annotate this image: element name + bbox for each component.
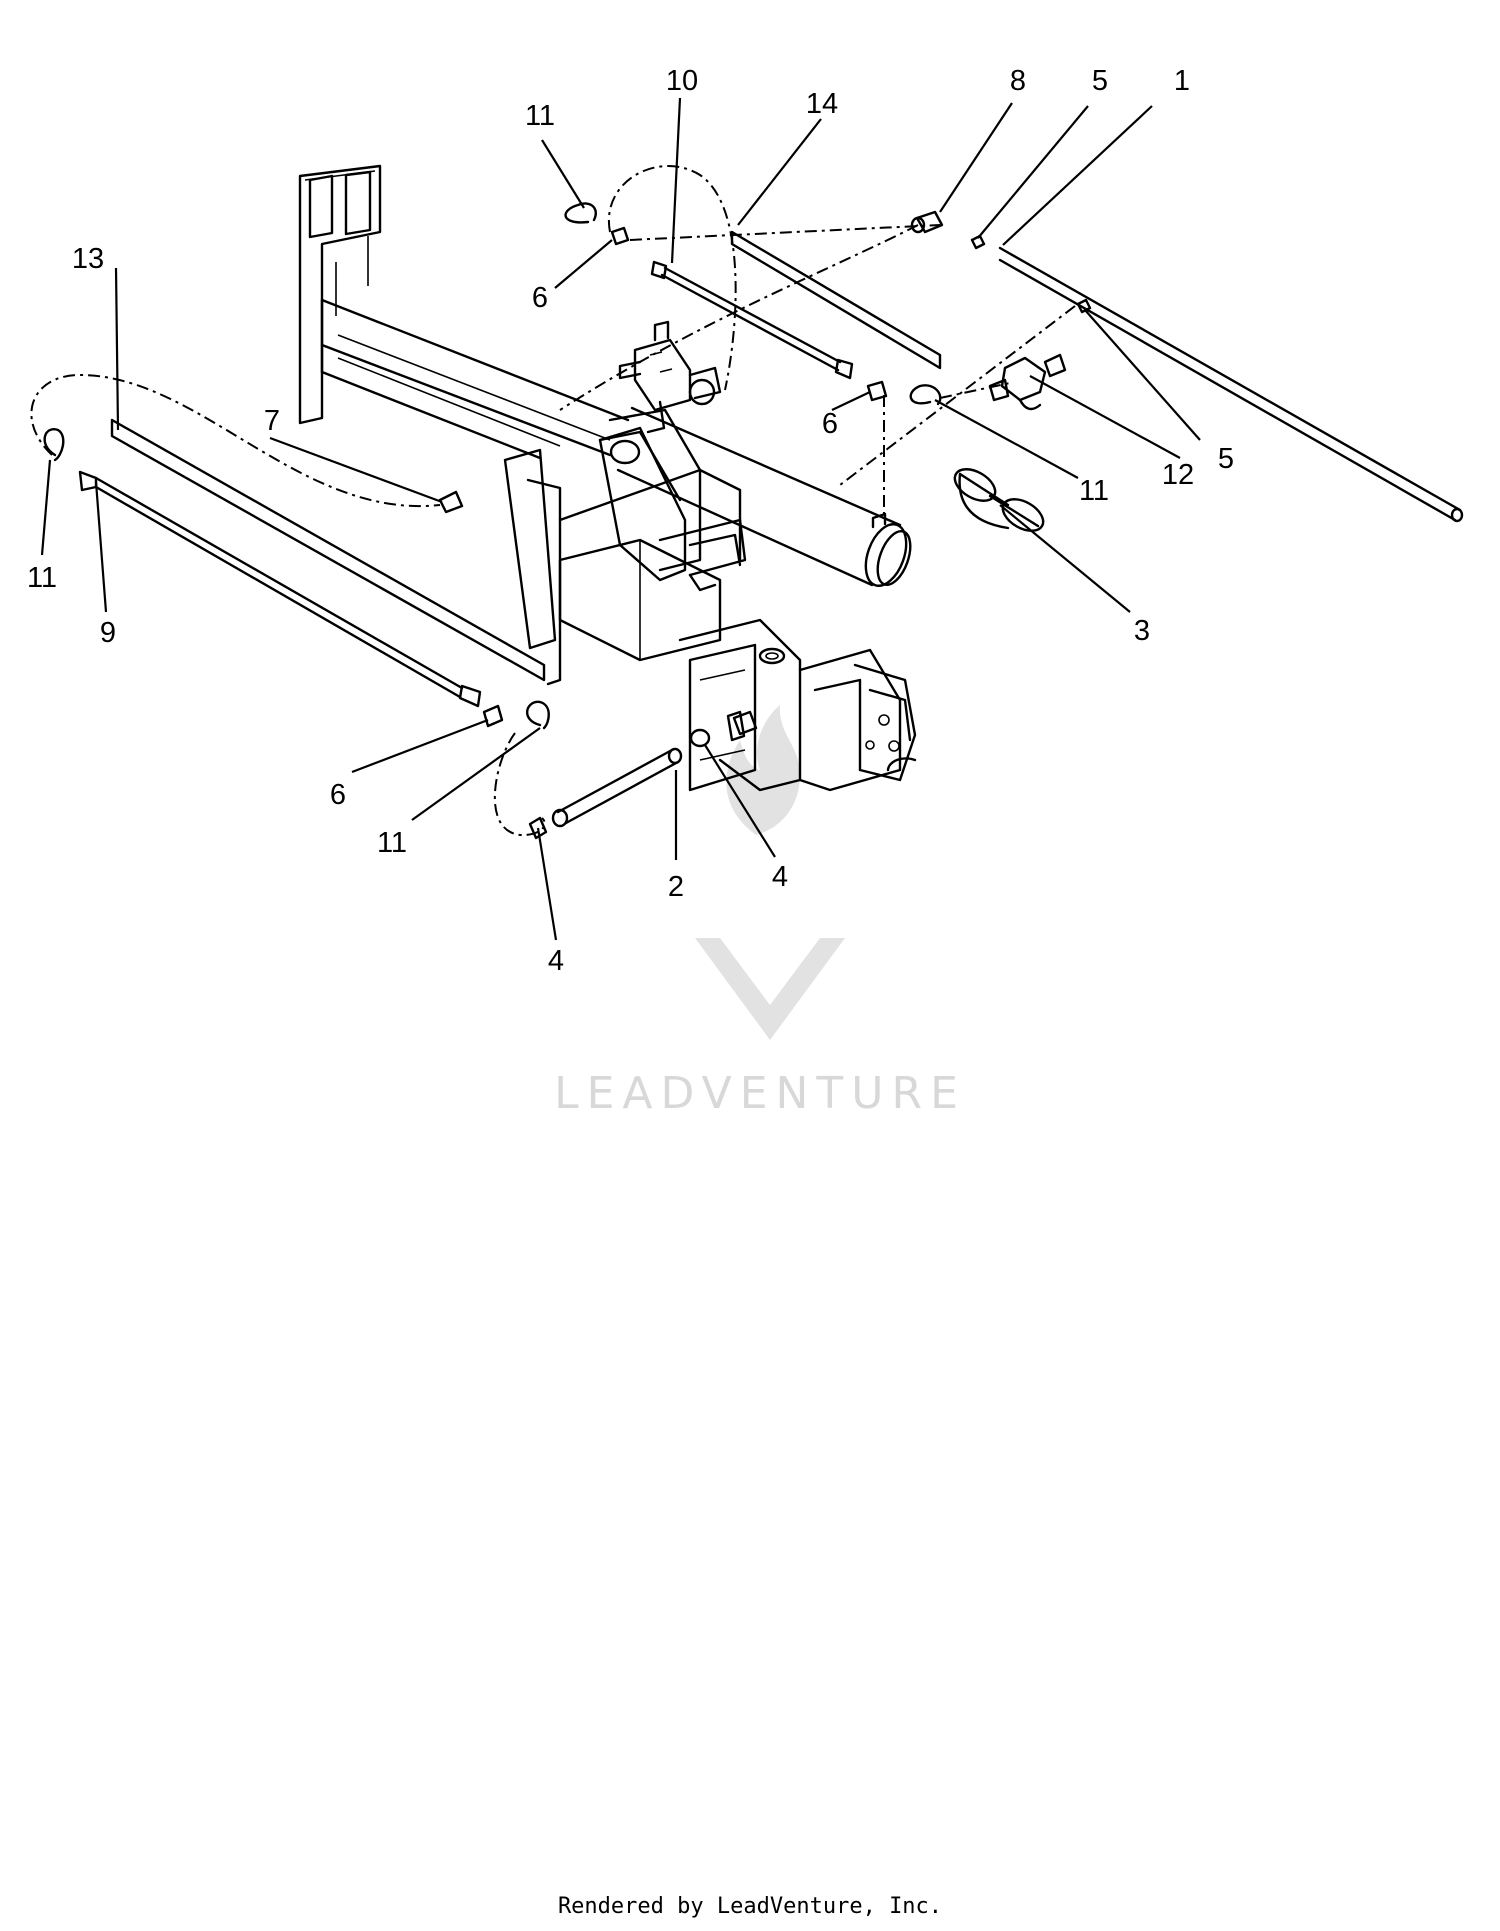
assembly-lines — [30, 165, 1076, 837]
part-3-filter — [953, 468, 1045, 532]
hose-clamps — [43, 202, 942, 730]
callout-6: 6 — [532, 282, 548, 314]
watermark-text: LEADVENTURE — [554, 1068, 966, 1119]
callout-11: 11 — [525, 100, 555, 132]
callout-3: 3 — [1134, 615, 1150, 647]
callout-6: 6 — [330, 779, 346, 811]
callout-6: 6 — [822, 408, 838, 440]
watermark-flame-icon — [726, 705, 800, 835]
part-9-hose — [78, 470, 482, 708]
part-13-shield — [110, 418, 546, 682]
callout-12: 12 — [1162, 459, 1194, 491]
watermark-v-icon — [695, 938, 845, 1040]
leadventure-watermark: LEADVENTURE — [554, 705, 966, 1119]
render-credit: Rendered by LeadVenture, Inc. — [557, 1894, 943, 1919]
callout-11: 11 — [1079, 475, 1109, 507]
callout-7: 7 — [264, 405, 280, 437]
callout-9: 9 — [100, 617, 116, 649]
callout-13: 13 — [72, 243, 104, 275]
callout-14: 14 — [806, 88, 838, 120]
callout-4: 4 — [772, 861, 788, 893]
callout-11: 11 — [377, 827, 407, 859]
callout-11: 11 — [27, 562, 57, 594]
part-2-roller — [551, 747, 683, 828]
part-1-rod — [998, 246, 1464, 523]
part-10-hose — [650, 260, 854, 380]
callout-8: 8 — [1010, 65, 1026, 97]
part-14-shield — [730, 230, 942, 370]
callout-2: 2 — [668, 871, 684, 903]
fittings — [438, 210, 1092, 840]
callout-4: 4 — [548, 945, 564, 977]
leader-lines — [40, 97, 1201, 941]
callout-10: 10 — [666, 65, 698, 97]
callout-1: 1 — [1174, 65, 1190, 97]
callout-5: 5 — [1218, 443, 1234, 475]
hydraulic-cylinder — [598, 320, 912, 592]
callout-5: 5 — [1092, 65, 1108, 97]
splitter-frame — [298, 164, 917, 792]
callout-labels: 1 2 3 4 4 5 5 6 6 6 7 8 9 10 11 11 11 11… — [27, 65, 1234, 977]
